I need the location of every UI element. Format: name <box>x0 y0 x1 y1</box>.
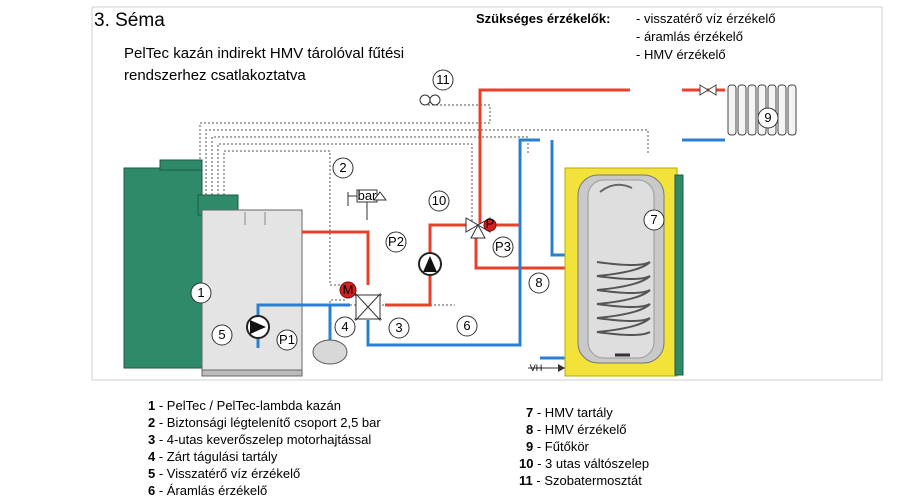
legend-item-left: 6 - Áramlás érzékelő <box>148 483 268 498</box>
legend-item-right: 10 - 3 utas váltószelep <box>519 456 650 471</box>
legend-item-right: 8 - HMV érzékelő <box>526 422 627 437</box>
pump-p2 <box>418 252 442 276</box>
callout-4: 4 <box>341 319 348 334</box>
room-thermostat <box>419 94 441 106</box>
boiler-unit <box>123 159 303 377</box>
callout-circle <box>388 317 410 339</box>
legend-item-right: 9 - Fűtőkör <box>526 439 589 454</box>
sensor-item: - áramlás érzékelő <box>636 29 743 44</box>
vh-arrow-head <box>558 364 565 372</box>
three-way-valve: P <box>465 216 497 239</box>
callout-3: 3 <box>395 320 402 335</box>
callout-circle <box>428 190 450 212</box>
legend-item-left: 4 - Zárt tágulási tartály <box>148 449 278 464</box>
callout-2: 2 <box>339 160 346 175</box>
legend-item-left: 1 - PelTec / PelTec-lambda kazán <box>148 398 341 413</box>
sensors-heading: Szükséges érzékelők: <box>476 11 611 26</box>
callout-5: 5 <box>218 327 225 342</box>
callout-circle <box>334 316 356 338</box>
callout-circle <box>643 209 665 231</box>
p-label: P <box>486 216 495 231</box>
page-title: 3. Séma <box>94 10 165 31</box>
callout-9: 9 <box>764 110 771 125</box>
control-wiring <box>199 104 649 306</box>
legend-item-right: 11 - Szobatermosztát <box>519 473 642 488</box>
radiator <box>699 84 797 136</box>
callout-circle <box>492 236 514 258</box>
callout-circle <box>456 315 478 337</box>
callout-7: 7 <box>650 212 657 227</box>
callout-6: 6 <box>463 318 470 333</box>
vh-label: VH <box>530 363 543 373</box>
callout-11: 11 <box>436 72 450 87</box>
callout-10: 10 <box>432 193 446 208</box>
expansion-vessel <box>312 339 348 365</box>
sensor-item: - HMV érzékelő <box>636 47 726 62</box>
callout-circle <box>211 324 233 346</box>
legend-item-left: 2 - Biztonsági légtelenítő csoport 2,5 b… <box>148 415 381 430</box>
safety-group: bar <box>347 188 387 220</box>
dhw-tank <box>564 167 684 377</box>
legend-item-left: 3 - 4-utas keverőszelep motorhajtással <box>148 432 372 447</box>
pump-label-p1: P1 <box>279 332 295 347</box>
callout-circle <box>528 272 550 294</box>
callout-circle <box>432 69 454 91</box>
pump-p1 <box>246 315 270 339</box>
sensor-item: - visszatérő víz érzékelő <box>636 11 776 26</box>
callout-circle <box>385 231 407 253</box>
legend-item-right: 7 - HMV tartály <box>526 405 613 420</box>
legend-item-left: 5 - Visszatérő víz érzékelő <box>148 466 301 481</box>
pump-label-p3: P3 <box>495 239 511 254</box>
four-way-mixing-valve: M <box>339 281 383 322</box>
callout-8: 8 <box>535 275 542 290</box>
callout-circle <box>190 282 212 304</box>
callout-circle <box>757 107 779 129</box>
callout-1: 1 <box>197 285 204 300</box>
diagram-subtitle: PelTec kazán indirekt HMV tárolóval fűté… <box>124 45 405 84</box>
callout-circle <box>332 157 354 179</box>
pump-label-p2: P2 <box>388 234 404 249</box>
callout-circle <box>276 329 298 351</box>
bar-label: bar <box>358 188 377 203</box>
diagram-frame <box>91 6 883 381</box>
motor-label: M <box>343 282 354 297</box>
